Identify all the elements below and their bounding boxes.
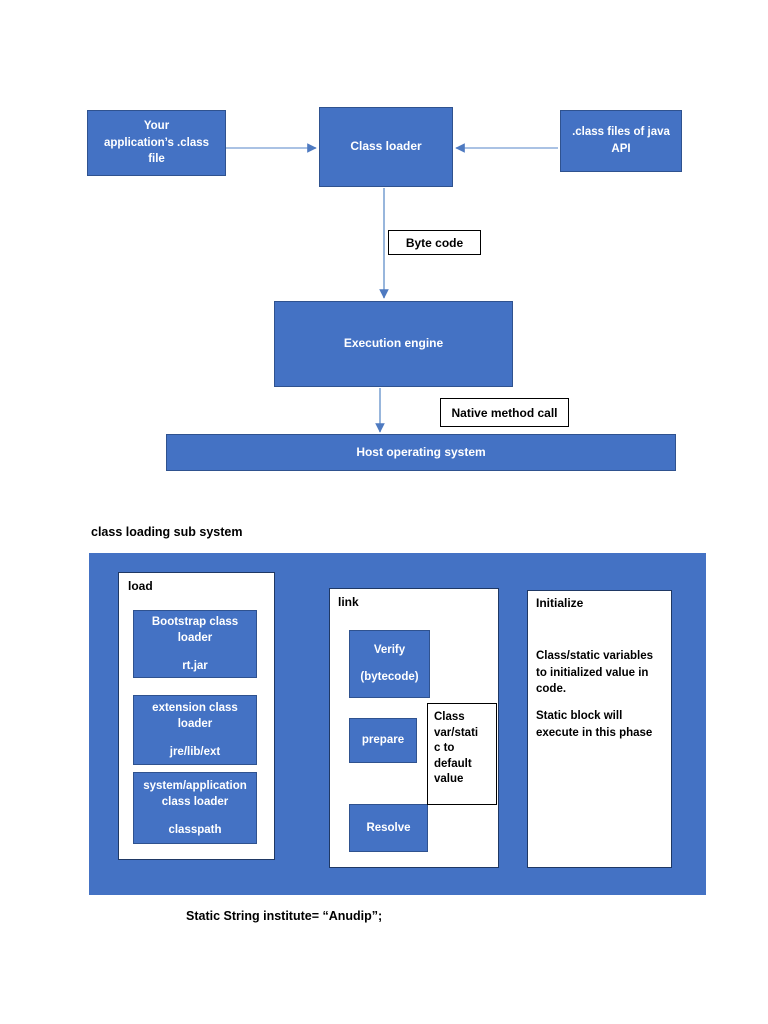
prepare-label: prepare — [361, 734, 405, 747]
callout-class-var-default-value: Class var/stati c to default value — [427, 703, 497, 805]
sysapp-line3: classpath — [168, 823, 222, 836]
sysapp-line2: class loader — [161, 796, 229, 809]
app-class-file-line3: file — [148, 153, 165, 166]
java-api-line1: .class files of java — [572, 126, 670, 139]
callout-line3: c to — [434, 742, 455, 755]
app-class-file-line1: Your — [143, 119, 170, 132]
java-api-line2: API — [611, 143, 631, 155]
box-your-application-class-file[interactable]: Your application’s .class file — [87, 110, 226, 176]
extension-line2: loader — [177, 718, 213, 731]
box-system-application-class-loader[interactable]: system/application class loader classpat… — [133, 772, 257, 844]
box-resolve[interactable]: Resolve — [349, 804, 428, 852]
extension-line1: extension class — [152, 701, 238, 714]
host-os-label: Host operating system — [356, 444, 486, 459]
callout-line2: var/stati — [434, 726, 479, 739]
box-extension-class-loader[interactable]: extension class loader jre/lib/ext — [133, 695, 257, 765]
footer-code-line: Static String institute= “Anudip”; — [186, 909, 383, 923]
box-verify[interactable]: Verify (bytecode) — [349, 630, 430, 698]
panel-initialize-body: Class/static variables to initialized va… — [536, 648, 663, 751]
initialize-para-2: Static block will execute in this phase — [536, 710, 653, 739]
bootstrap-line3: rt.jar — [182, 659, 208, 672]
panel-link-title: link — [338, 595, 359, 609]
execution-engine-label: Execution engine — [343, 336, 444, 351]
bootstrap-line1: Bootstrap class — [151, 615, 239, 628]
box-host-operating-system[interactable]: Host operating system — [166, 434, 676, 471]
callout-line1: Class — [434, 711, 465, 723]
initialize-para-1: Class/static variables to initialized va… — [536, 650, 653, 696]
box-execution-engine[interactable]: Execution engine — [274, 301, 513, 387]
panel-initialize — [527, 590, 672, 868]
native-method-call-text: Native method call — [451, 405, 558, 420]
box-java-api-class-files[interactable]: .class files of java API — [560, 110, 682, 172]
subsystem-caption: class loading sub system — [91, 525, 243, 539]
callout-line4: default — [434, 757, 472, 770]
app-class-file-line2: application’s .class — [103, 136, 210, 149]
box-class-loader[interactable]: Class loader — [319, 107, 453, 187]
sysapp-line1: system/application — [143, 779, 247, 792]
byte-code-text: Byte code — [405, 235, 464, 250]
resolve-label: Resolve — [366, 821, 411, 834]
label-byte-code: Byte code — [388, 230, 481, 255]
panel-load-title: load — [128, 579, 153, 593]
class-loader-label: Class loader — [350, 139, 422, 154]
extension-line3: jre/lib/ext — [169, 745, 221, 758]
box-prepare[interactable]: prepare — [349, 718, 417, 763]
label-native-method-call: Native method call — [440, 398, 569, 427]
box-bootstrap-class-loader[interactable]: Bootstrap class loader rt.jar — [133, 610, 257, 678]
callout-line5: value — [434, 773, 464, 786]
verify-line1: Verify — [373, 644, 406, 657]
bootstrap-line2: loader — [177, 632, 213, 645]
verify-line2: (bytecode) — [360, 671, 419, 684]
panel-initialize-title: Initialize — [536, 596, 584, 610]
